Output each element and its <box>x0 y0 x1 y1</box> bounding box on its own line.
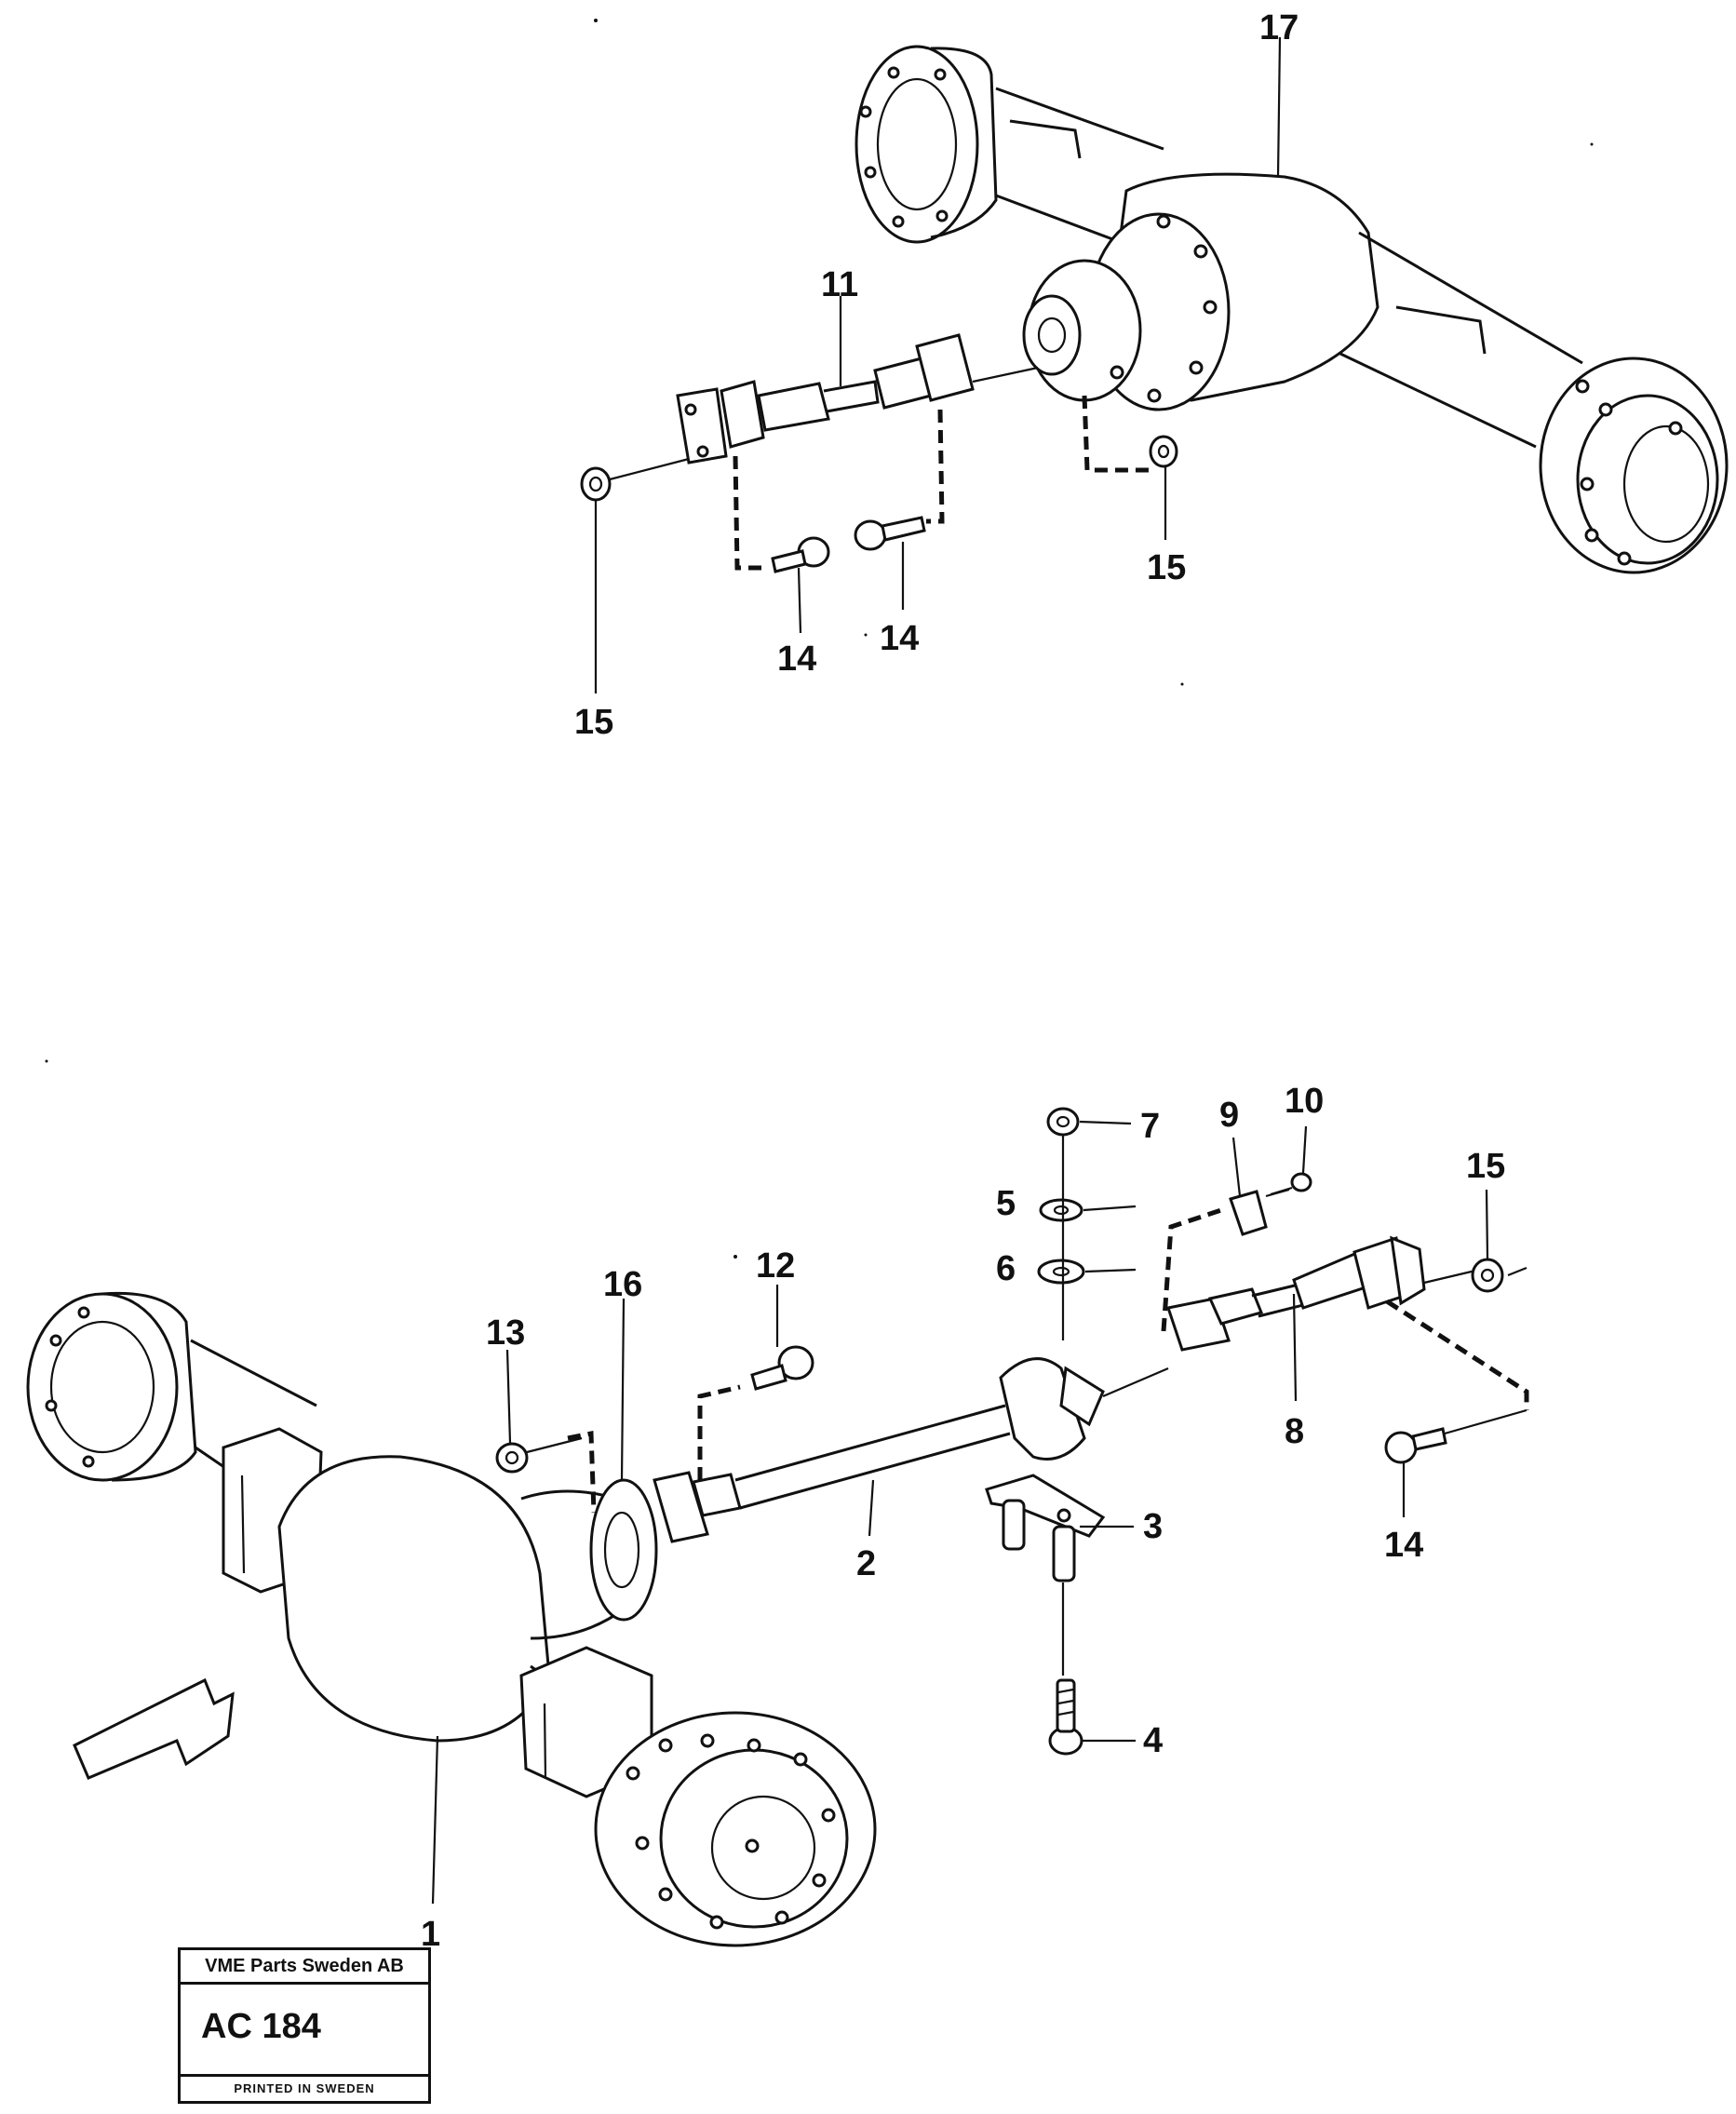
label-16: 16 <box>603 1265 642 1304</box>
label-15-top-left: 15 <box>574 703 613 742</box>
label-2: 2 <box>856 1544 876 1583</box>
nut-7 <box>1046 1107 1080 1137</box>
top-nut-15-b <box>1149 435 1178 468</box>
label-14-bottom: 14 <box>1384 1526 1423 1565</box>
label-6: 6 <box>996 1249 1016 1288</box>
top-nut-15 <box>580 457 690 502</box>
washer-6 <box>1037 1259 1085 1285</box>
nut-15-bottom <box>1471 1258 1504 1293</box>
label-11: 11 <box>821 265 858 304</box>
bottom-dashed-links <box>567 1205 1529 1514</box>
stamp-company: VME Parts Sweden AB <box>181 1950 428 1985</box>
label-15-bottom: 15 <box>1466 1147 1505 1186</box>
support-bearing <box>999 1357 1169 1461</box>
label-3: 3 <box>1143 1507 1163 1546</box>
clamp-9 <box>1229 1188 1290 1236</box>
stamp-code: AC 184 <box>201 2007 321 2046</box>
label-13: 13 <box>486 1313 525 1353</box>
bolt-14-bottom <box>1384 1408 1527 1464</box>
label-7: 7 <box>1140 1107 1160 1146</box>
stamp-printed: PRINTED IN SWEDEN <box>181 2074 428 2101</box>
bolt-12 <box>750 1345 814 1391</box>
top-bolts-14 <box>771 516 926 573</box>
label-10: 10 <box>1285 1082 1324 1121</box>
label-17: 17 <box>1259 8 1299 47</box>
propeller-shaft-8 <box>1166 1235 1527 1352</box>
label-5: 5 <box>996 1184 1016 1223</box>
screw-10 <box>1270 1172 1312 1196</box>
washer-5 <box>1039 1198 1083 1222</box>
top-dashed-links <box>733 395 1151 571</box>
nut-13 <box>495 1436 583 1474</box>
label-4: 4 <box>1143 1721 1163 1760</box>
forward-arrow-icon <box>73 1677 235 1780</box>
label-9: 9 <box>1219 1096 1239 1135</box>
bracket-3 <box>985 1474 1106 1582</box>
propeller-shaft-2 <box>653 1404 1011 1543</box>
label-12: 12 <box>756 1246 795 1286</box>
label-14-top-right: 14 <box>880 619 919 658</box>
label-1: 1 <box>421 1915 440 1954</box>
rear-axle-17 <box>855 45 1729 574</box>
label-14-top-left: 14 <box>777 640 816 679</box>
publisher-stamp: VME Parts Sweden AB AC 184 PRINTED IN SW… <box>178 1947 431 2104</box>
propeller-shaft-11 <box>676 333 1039 465</box>
label-15-top-right: 15 <box>1147 548 1186 587</box>
front-axle-1 <box>26 1291 877 1947</box>
bolt-4 <box>1048 1678 1083 1756</box>
label-8: 8 <box>1285 1412 1304 1451</box>
